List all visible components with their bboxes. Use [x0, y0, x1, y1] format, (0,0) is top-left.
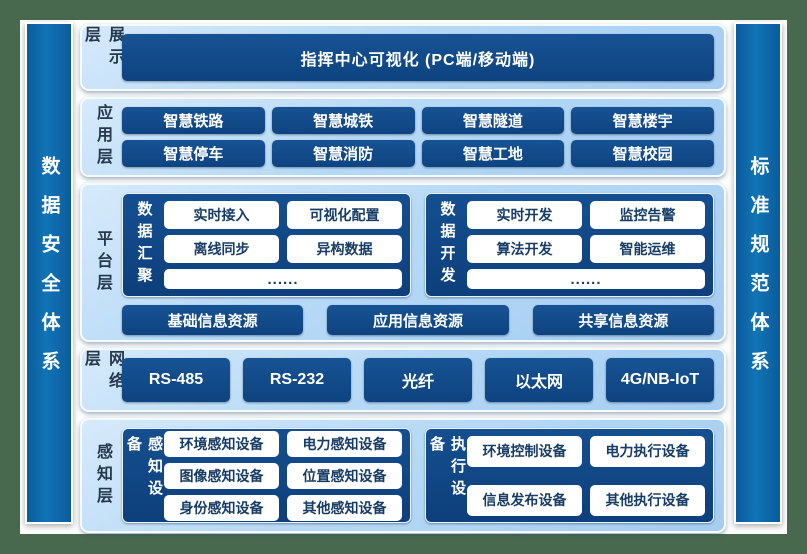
- perception-layer-label: 感知层: [94, 442, 111, 509]
- network-layer-panel: 网络层 RS-485 RS-232 光纤 以太网 4G/NB-IoT: [80, 348, 726, 412]
- actuator-device: 电力执行设备: [590, 435, 705, 467]
- platform-layer-panel: 平台层 数据汇聚 实时接入 可视化配置 离线同步 异构数据 ......: [80, 183, 726, 342]
- network-grid: RS-485 RS-232 光纤 以太网 4G/NB-IoT: [122, 358, 714, 402]
- data-aggregation-group: 数据汇聚 实时接入 可视化配置 离线同步 异构数据 ......: [122, 193, 411, 297]
- application-layer-panel: 应用层 智慧铁路 智慧城铁 智慧隧道 智慧楼宇 智慧停车 智慧消防 智慧工地 智…: [80, 97, 726, 177]
- app-box: 智慧铁路: [122, 107, 265, 134]
- data-development-group: 数据开发 实时开发 监控告警 算法开发 智能运维 ......: [425, 193, 714, 297]
- perception-layer-panel: 感知层 感知设备 环境感知设备 电力感知设备 图像感知设备 位置感知设备 身份感…: [80, 418, 726, 533]
- app-box: 智慧停车: [122, 140, 265, 167]
- sensing-devices-group: 感知设备 环境感知设备 电力感知设备 图像感知设备 位置感知设备 身份感知设备 …: [122, 428, 411, 523]
- resource-box: 基础信息资源: [122, 305, 304, 335]
- network-box: 光纤: [364, 358, 472, 402]
- network-box: 4G/NB-IoT: [606, 358, 714, 402]
- actuator-devices-title: 执行设备: [428, 436, 466, 502]
- platform-item: 实时开发: [467, 201, 582, 229]
- sensing-device: 身份感知设备: [164, 494, 279, 521]
- platform-item: 异构数据: [287, 235, 402, 263]
- network-layer-label: 网络层: [82, 350, 123, 394]
- resource-box: 应用信息资源: [327, 305, 509, 335]
- standards-bar: 标准规范体系: [734, 22, 782, 524]
- sensing-device: 环境感知设备: [164, 430, 279, 457]
- sensing-device: 其他感知设备: [287, 494, 402, 521]
- network-box: 以太网: [485, 358, 593, 402]
- command-center-box: 指挥中心可视化 (PC端/移动端): [122, 34, 714, 81]
- actuator-device: 其他执行设备: [590, 484, 705, 516]
- platform-item: 实时接入: [164, 201, 279, 229]
- app-box: 智慧城铁: [271, 107, 415, 134]
- app-box: 智慧校园: [571, 140, 714, 167]
- network-box: RS-485: [122, 358, 230, 402]
- application-layer-label: 应用层: [94, 104, 111, 170]
- platform-item: 智能运维: [590, 235, 705, 263]
- data-aggregation-title: 数据汇聚: [135, 201, 153, 289]
- actuator-device: 信息发布设备: [467, 484, 582, 516]
- resource-box: 共享信息资源: [532, 305, 714, 335]
- network-box: RS-232: [243, 358, 351, 402]
- data-security-bar: 数据安全体系: [25, 22, 73, 524]
- app-box: 智慧消防: [271, 140, 415, 167]
- application-grid: 智慧铁路 智慧城铁 智慧隧道 智慧楼宇 智慧停车 智慧消防 智慧工地 智慧校园: [122, 107, 714, 167]
- app-box: 智慧楼宇: [571, 107, 714, 134]
- platform-item: 离线同步: [164, 235, 279, 263]
- sensing-devices-title: 感知设备: [125, 436, 163, 502]
- sensing-device: 图像感知设备: [164, 462, 279, 489]
- actuator-devices-group: 执行设备 环境控制设备 电力执行设备 信息发布设备 其他执行设备: [425, 428, 714, 523]
- sensing-device: 电力感知设备: [287, 430, 402, 457]
- actuator-device: 环境控制设备: [467, 435, 582, 467]
- sensing-device: 位置感知设备: [287, 462, 402, 489]
- app-box: 智慧隧道: [421, 107, 565, 134]
- app-box: 智慧工地: [421, 140, 565, 167]
- more-item: ......: [164, 269, 402, 289]
- platform-item: 可视化配置: [287, 201, 402, 229]
- resource-row: 基础信息资源 应用信息资源 共享信息资源: [122, 305, 714, 335]
- platform-item: 监控告警: [590, 201, 705, 229]
- platform-layer-label: 平台层: [94, 229, 111, 296]
- display-layer-label: 展示层: [82, 26, 123, 70]
- display-layer-panel: 展示层 指挥中心可视化 (PC端/移动端): [80, 24, 726, 91]
- more-item: ......: [467, 269, 705, 289]
- data-development-title: 数据开发: [438, 201, 456, 289]
- platform-item: 算法开发: [467, 235, 582, 263]
